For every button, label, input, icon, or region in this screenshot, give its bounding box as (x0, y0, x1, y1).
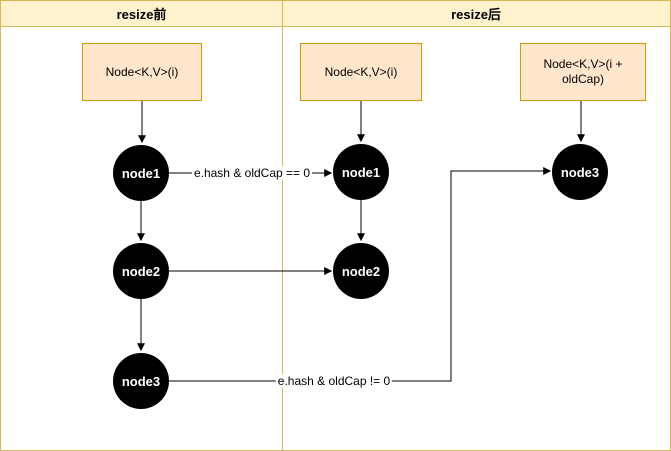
node-before-node3: node3 (113, 353, 169, 409)
edge-label-high-condition: e.hash & oldCap != 0 (275, 374, 393, 388)
panel-header-before: resize前 (1, 1, 282, 26)
node-after-node3: node3 (552, 144, 608, 200)
node-after-node1: node1 (333, 144, 389, 200)
node-before-node2: node2 (113, 243, 169, 299)
edge-label-low-condition: e.hash & oldCap == 0 (191, 166, 313, 180)
bucket-box-after-high: Node<K,V>(i + oldCap) (520, 43, 646, 101)
node-before-node1: node1 (113, 145, 169, 201)
bucket-box-after-low: Node<K,V>(i) (300, 43, 422, 101)
panel-header-row: resize前 resize后 (1, 1, 670, 27)
bucket-box-before: Node<K,V>(i) (82, 43, 202, 101)
panel-title-after: resize后 (451, 7, 501, 22)
panel-header-after: resize后 (282, 1, 670, 26)
node-after-node2: node2 (333, 243, 389, 299)
panel-title-before: resize前 (116, 7, 167, 22)
